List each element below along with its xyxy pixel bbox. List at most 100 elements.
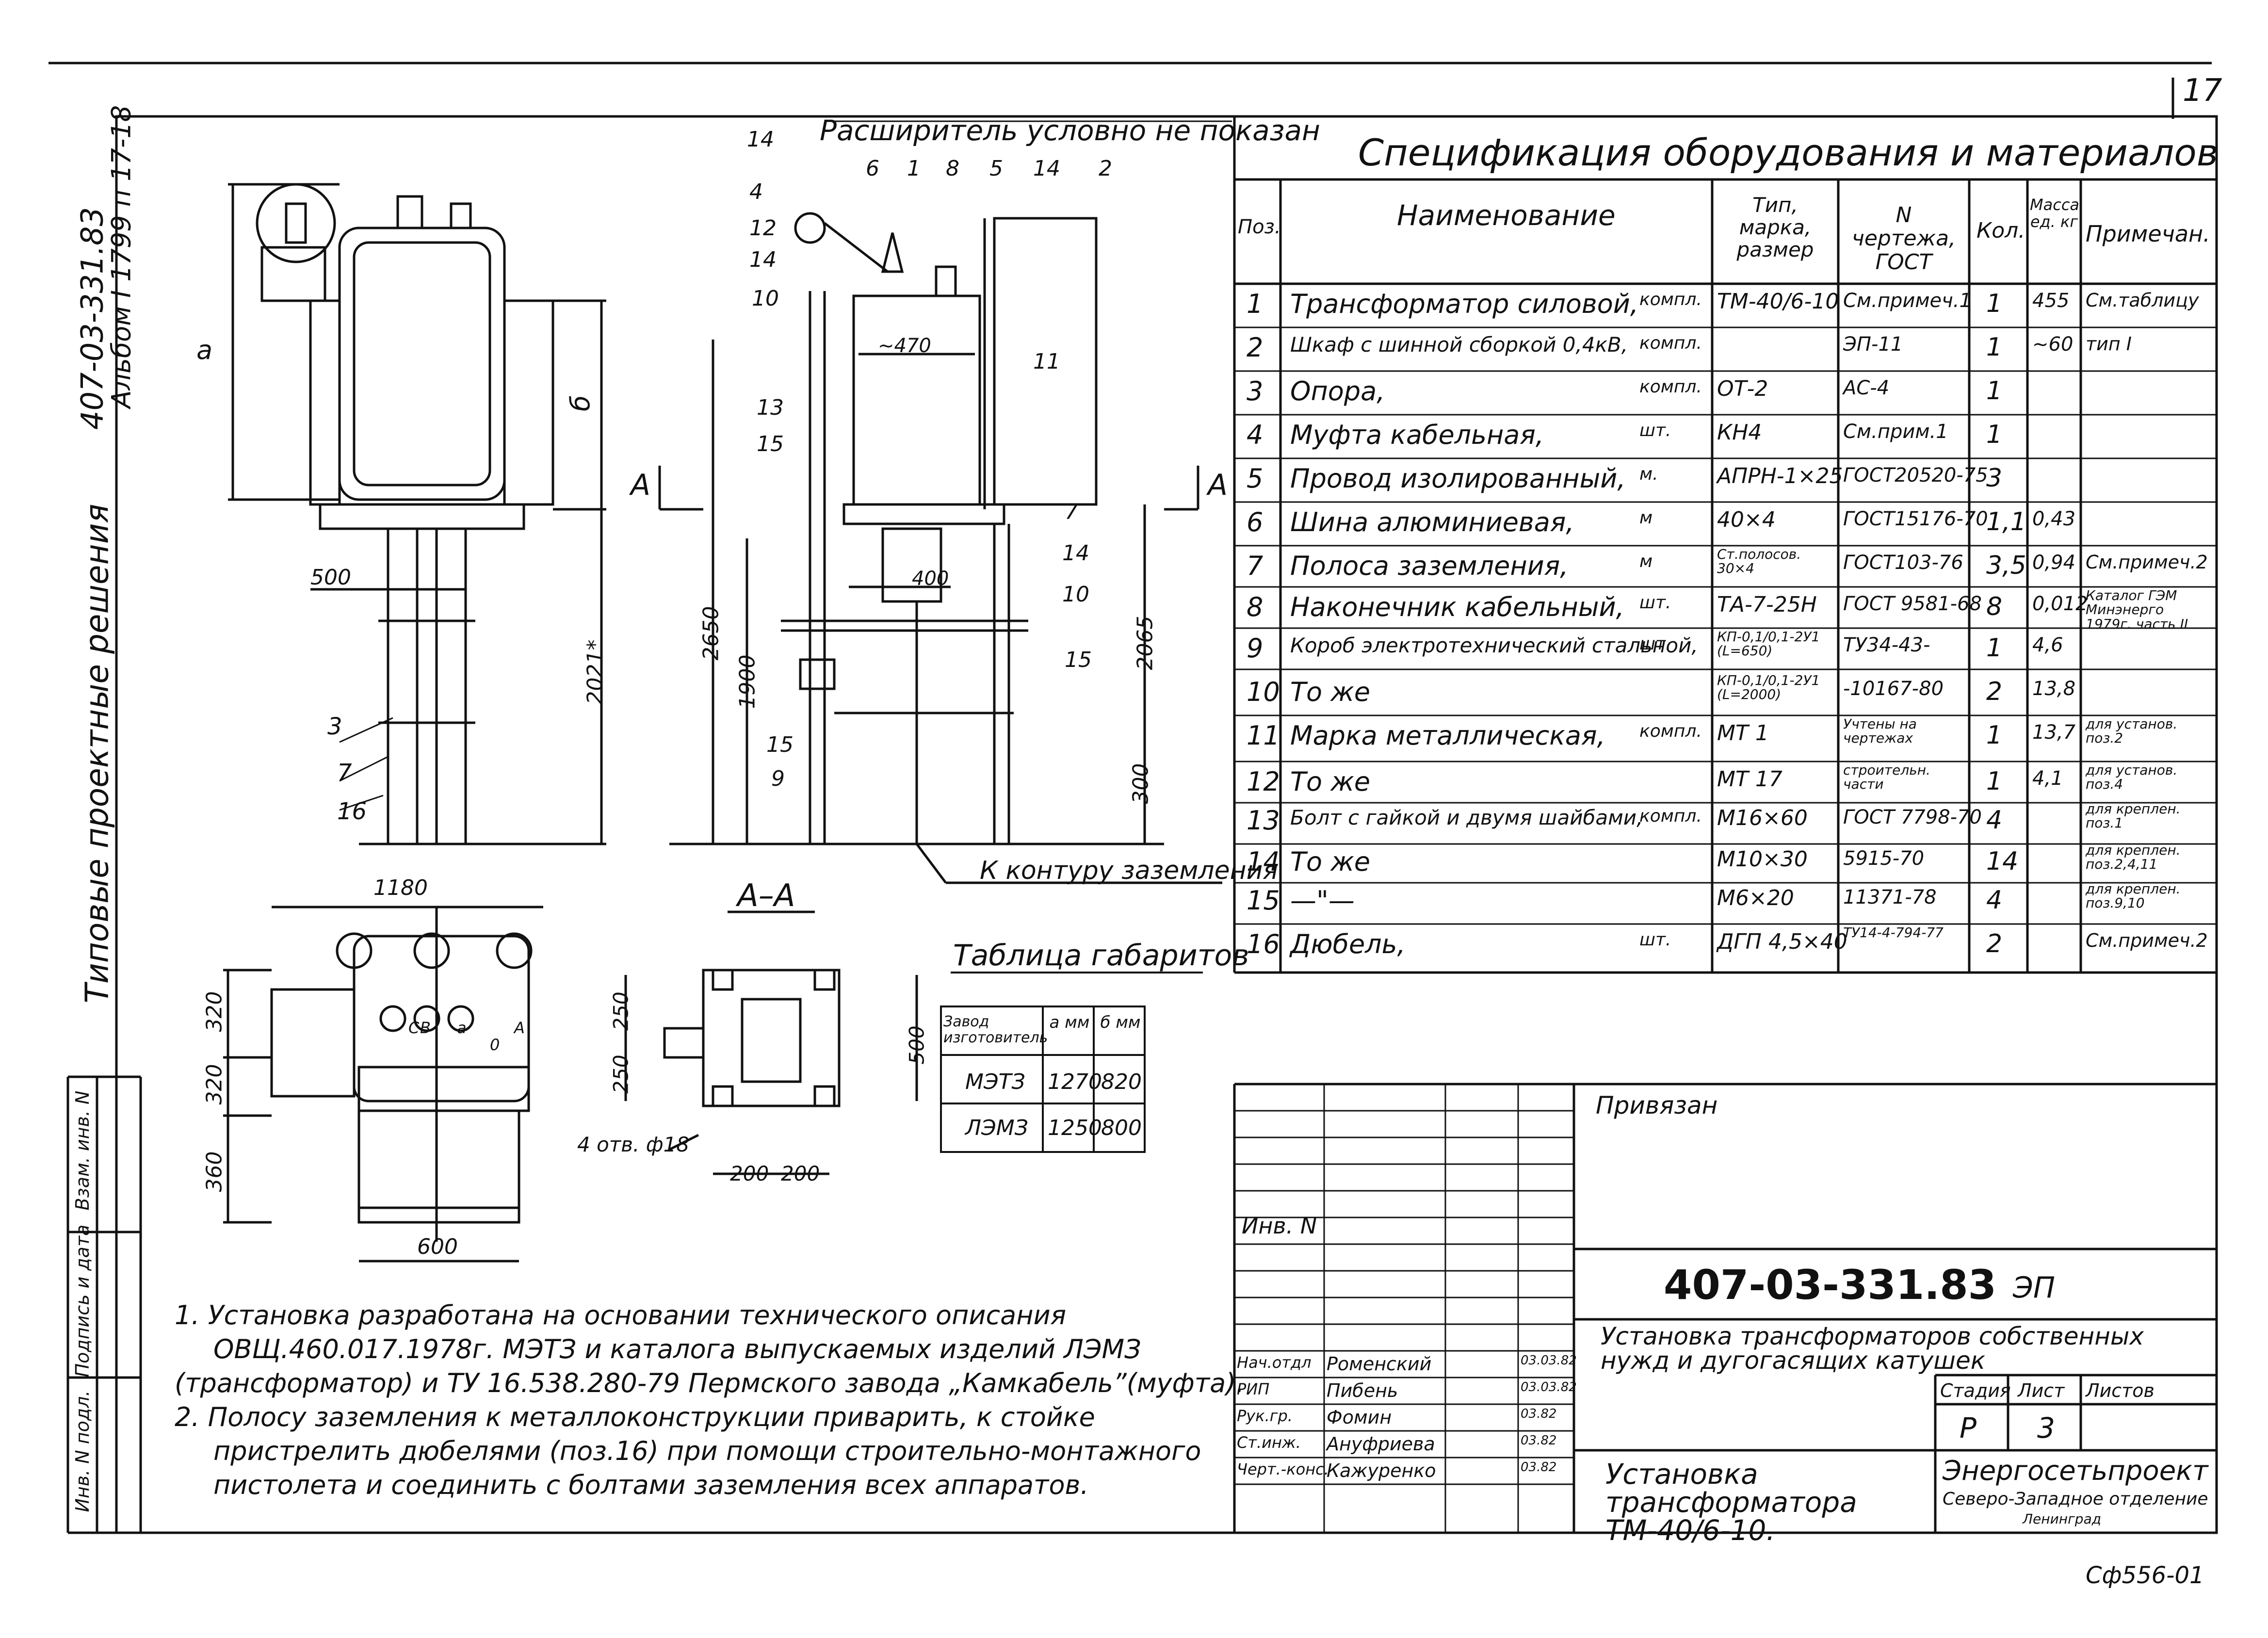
spec-cell-name: Трансформатор силовой, — [1290, 289, 1639, 319]
spec-cell-mass: 0,012 — [2032, 593, 2088, 615]
spec-cell-unit: компл. — [1639, 721, 1702, 741]
spec-cell-name: То же — [1290, 846, 1371, 877]
signature-role: РИП — [1237, 1380, 1270, 1398]
dim-2065: 2065 — [1133, 616, 1158, 670]
dim-400: 400 — [912, 568, 949, 590]
spec-title: Спецификация оборудования и материалов — [1358, 131, 2219, 174]
spec-cell-qty: 1 — [1986, 333, 2003, 362]
spec-cell-pos: 13 — [1247, 805, 1280, 836]
spec-row-lines — [1234, 326, 2217, 925]
stage-header: Стадия — [1940, 1380, 2011, 1401]
spec-cell-unit: шт. — [1639, 421, 1671, 440]
dim-300: 300 — [1128, 763, 1153, 804]
spec-cell-drawing: См.примеч.1 — [1843, 290, 1972, 312]
dim-1180: 1180 — [373, 876, 428, 900]
dim-250-bottom: 250 — [609, 1054, 633, 1094]
spec-cell-pos: 10 — [1247, 677, 1280, 707]
phase-label: B — [420, 1019, 431, 1037]
doc-code: 407-03-331.83 — [1664, 1261, 1997, 1309]
org-city: Ленинград — [2023, 1511, 2102, 1527]
gabarit-cell: 820 — [1101, 1070, 1142, 1094]
spec-cell-type: АПРН-1×25 — [1717, 464, 1843, 488]
gabarit-header-a: а мм — [1049, 1013, 1090, 1032]
spec-cell-qty: 1 — [1986, 376, 2003, 405]
spec-cell-qty: 8 — [1986, 592, 2003, 621]
pos-callout: 14 — [749, 247, 777, 272]
spec-cell-mass: 13,7 — [2032, 721, 2076, 744]
spec-cell-qty: 1,1 — [1986, 507, 2026, 536]
spec-cell-pos: 5 — [1247, 463, 1264, 494]
gabarit-cell: ЛЭМЗ — [965, 1116, 1028, 1140]
spec-cell-qty: 4 — [1986, 806, 2003, 835]
spec-cell-pos: 11 — [1247, 720, 1280, 751]
spec-cell-pos: 16 — [1247, 929, 1280, 959]
spec-cell-unit: м. — [1639, 464, 1658, 484]
spec-header-drawing: N чертежа, ГОСТ — [1851, 203, 1956, 275]
spec-cell-drawing: Учтены на чертежах — [1843, 716, 1917, 746]
ground-callout: К контуру заземления — [980, 856, 1278, 885]
side-view — [658, 212, 1222, 884]
spec-cell-mass: 4,6 — [2032, 634, 2063, 656]
pos-callout: 12 — [749, 216, 777, 241]
spec-header-pos: Поз. — [1238, 216, 1281, 238]
spec-cell-qty: 1 — [1986, 767, 2003, 796]
dim-360: 360 — [202, 1151, 227, 1192]
spec-cell-drawing: См.прим.1 — [1843, 421, 1948, 443]
spec-cell-type: 40×4 — [1717, 507, 1776, 532]
pos-callout: 11 — [1033, 349, 1060, 374]
dim-holes: 4 отв. ф18 — [577, 1133, 690, 1156]
spec-cell-unit: шт. — [1639, 593, 1671, 613]
spec-cell-pos: 14 — [1247, 846, 1280, 877]
sheets-header: Листов — [2086, 1380, 2155, 1401]
gabarit-cell: 1270 — [1048, 1070, 1102, 1094]
pos-callout: 16 — [337, 798, 367, 825]
spec-cell-unit: шт. — [1639, 930, 1671, 950]
spec-cell-note: для креплен. поз.2,4,11 — [2086, 842, 2181, 873]
spec-cell-type: М6×20 — [1717, 886, 1794, 910]
signature-name: Фомин — [1327, 1407, 1392, 1428]
inv-label: Инв. N — [1242, 1213, 1317, 1239]
spec-cell-drawing: ГОСТ103-76 — [1843, 551, 1963, 574]
bottom-stamp: Сф556-01 — [2086, 1562, 2204, 1589]
spec-cell-pos: 7 — [1247, 551, 1264, 581]
spec-cell-pos: 1 — [1247, 289, 1264, 319]
gabarit-header-b: б мм — [1100, 1013, 1141, 1032]
spec-cell-mass: 0,94 — [2032, 551, 2076, 574]
spec-cell-name: Провод изолированный, — [1290, 463, 1626, 494]
stage-value: Р — [1960, 1411, 1976, 1444]
spec-cell-name: То же — [1290, 766, 1371, 797]
pos-callout: 15 — [1065, 648, 1092, 672]
front-view — [228, 183, 606, 845]
pos-callout: 9 — [771, 766, 785, 791]
note-line: пристрелить дюбелями (поз.16) при помощи… — [213, 1436, 1201, 1466]
pos-callout: 7 — [337, 759, 352, 786]
spec-cell-qty: 1 — [1986, 633, 2003, 663]
dim-200-left: 200 — [730, 1162, 769, 1185]
sheet-header: Лист — [2018, 1380, 2065, 1401]
plan-view — [223, 906, 543, 1263]
spec-cell-unit: компл. — [1639, 333, 1702, 353]
spec-cell-type: МТ 17 — [1717, 767, 1782, 792]
pos-callout: 15 — [766, 732, 794, 757]
spec-header-name: Наименование — [1397, 199, 1616, 232]
gabarit-grid — [940, 972, 1203, 1153]
phase-label: A — [514, 1019, 525, 1037]
doc-mark: ЭП — [2013, 1271, 2056, 1305]
signature-role: Нач.отдл — [1237, 1353, 1312, 1372]
pos-callout: 7 — [1065, 500, 1078, 524]
dim-2650: 2650 — [698, 606, 724, 661]
pos-callout: 10 — [752, 286, 779, 311]
spec-cell-mass: 0,43 — [2032, 508, 2076, 530]
gabarit-cell: 800 — [1101, 1116, 1142, 1140]
spec-cell-note: для креплен. поз.1 — [2086, 801, 2181, 831]
spec-cell-name: Марка металлическая, — [1290, 720, 1605, 751]
spec-cell-note: для установ. поз.4 — [2086, 762, 2178, 793]
pos-callout: 14 — [747, 127, 774, 152]
spec-cell-name: Опора, — [1290, 376, 1385, 406]
spec-cell-pos: 6 — [1247, 507, 1264, 537]
spec-cell-mass: 13,8 — [2032, 678, 2076, 700]
spec-cell-pos: 4 — [1247, 420, 1264, 450]
spec-cell-unit: компл. — [1639, 806, 1702, 826]
signature-date: 03.82 — [1521, 1433, 1557, 1448]
spec-cell-unit: шт. — [1639, 634, 1671, 654]
